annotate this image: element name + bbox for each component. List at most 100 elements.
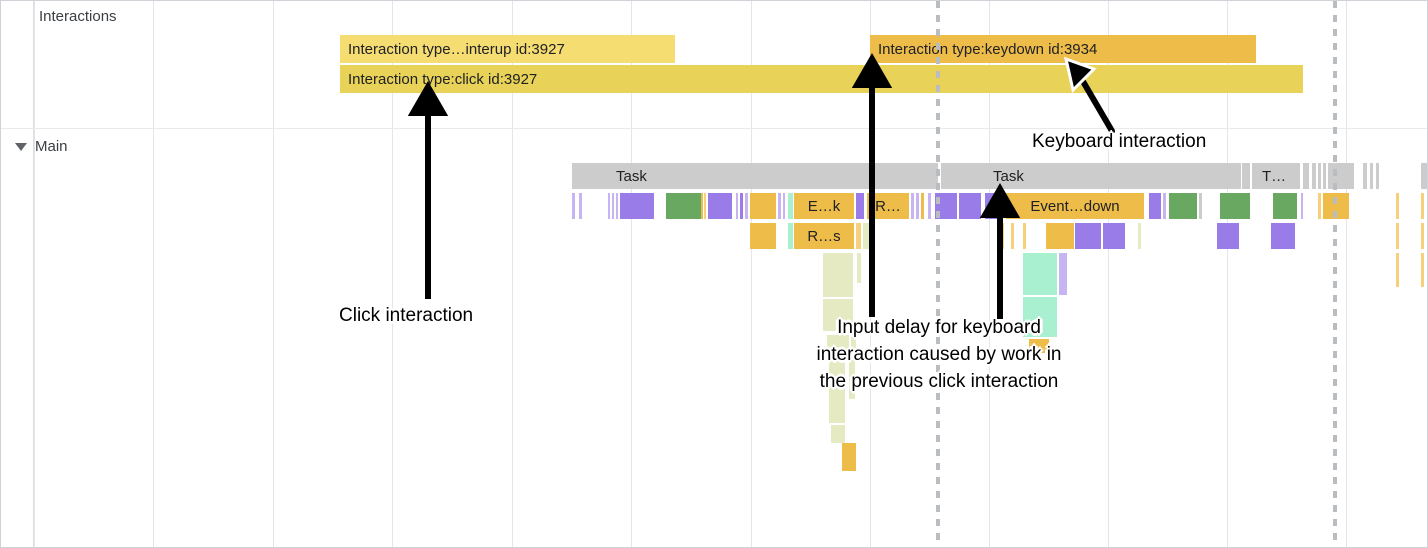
flame-r1-2[interactable] <box>608 193 610 219</box>
flame-r1-23[interactable] <box>928 193 931 219</box>
track-label-main[interactable]: Main <box>35 138 68 155</box>
task-band-8[interactable] <box>1312 163 1316 189</box>
flame-deep-left-2[interactable] <box>823 299 853 331</box>
flame-r1-18[interactable] <box>856 193 864 219</box>
flame-r2-15[interactable] <box>1421 223 1424 249</box>
flame-r2-14[interactable] <box>1396 223 1399 249</box>
flame-r1-5[interactable] <box>620 193 654 219</box>
flame-r1-38[interactable] <box>1421 193 1424 219</box>
flame-r1-34[interactable] <box>1301 193 1303 219</box>
task-band-2[interactable] <box>872 163 938 189</box>
timeline-marker-line-2[interactable] <box>1333 1 1337 547</box>
flame-r2-11[interactable] <box>1138 223 1141 249</box>
flame-r2-3[interactable] <box>856 223 861 249</box>
flame-r1-29[interactable] <box>1163 193 1166 219</box>
flame-r1-15[interactable] <box>783 193 785 219</box>
flame-r1-14[interactable] <box>778 193 781 219</box>
flame-deep-right-0[interactable] <box>1023 253 1057 295</box>
task-band-12[interactable] <box>1363 163 1367 189</box>
main-event-r-s[interactable]: R…s <box>794 223 854 249</box>
flame-r1-3[interactable] <box>612 193 614 219</box>
flame-r1-12[interactable] <box>745 193 748 219</box>
main-task-bar-2[interactable]: Task <box>983 163 1241 189</box>
flame-r1-16[interactable] <box>788 193 793 219</box>
flame-deep-left-8[interactable] <box>842 443 856 471</box>
flame-r2-0[interactable] <box>750 223 776 249</box>
flame-r1-32[interactable] <box>1220 193 1250 219</box>
annotation-click-interaction: Click interaction <box>339 305 474 326</box>
flame-r1-28[interactable] <box>1149 193 1161 219</box>
flame-r2-9[interactable] <box>1075 223 1101 249</box>
interaction-bar-pointerup[interactable]: Interaction type…interup id:3927 <box>340 35 675 63</box>
flame-r1-4[interactable] <box>616 193 618 219</box>
flame-r1-11[interactable] <box>740 193 743 219</box>
interaction-bar-keydown[interactable]: Interaction type:keydown id:3934 <box>870 35 1256 63</box>
flame-r2-10[interactable] <box>1103 223 1125 249</box>
flame-r1-10[interactable] <box>736 193 738 219</box>
flame-r1-20[interactable] <box>911 193 914 219</box>
task-band-14[interactable] <box>1376 163 1379 189</box>
gridline-1 <box>153 1 154 547</box>
flame-r2-8[interactable] <box>1046 223 1074 249</box>
flame-r1-37[interactable] <box>1396 193 1399 219</box>
flame-r2-13[interactable] <box>1271 223 1295 249</box>
gridline-5 <box>631 1 632 547</box>
track-divider <box>1 128 1427 129</box>
task-band-5[interactable] <box>1242 163 1250 189</box>
task-band-11[interactable] <box>1328 163 1354 189</box>
flame-r1-30[interactable] <box>1169 193 1197 219</box>
task-band-0[interactable] <box>572 163 606 189</box>
flame-r1-8[interactable] <box>704 193 706 219</box>
flame-deep-right-1[interactable] <box>1059 253 1067 295</box>
task-band-3[interactable] <box>941 163 983 189</box>
flame-r2-6[interactable] <box>1011 223 1014 249</box>
flame-r1-13[interactable] <box>750 193 776 219</box>
track-label-interactions[interactable]: Interactions <box>39 8 117 25</box>
gridline-0 <box>34 1 35 547</box>
interaction-bar-click[interactable]: Interaction type:click id:3927 <box>340 65 1303 93</box>
flame-r1-33[interactable] <box>1273 193 1297 219</box>
flame-r1-0[interactable] <box>572 193 575 219</box>
task-band-15[interactable] <box>1421 163 1427 189</box>
flame-deep-left-1[interactable] <box>857 253 861 283</box>
flame-deep-left-5[interactable] <box>829 359 845 423</box>
flame-r1-21[interactable] <box>916 193 919 219</box>
gridline-8 <box>989 1 990 547</box>
track-label-separator <box>33 1 34 547</box>
timeline-marker-line-1[interactable] <box>936 1 940 547</box>
main-task-bar-3[interactable]: T… <box>1252 163 1300 189</box>
flame-r1-24[interactable] <box>935 193 957 219</box>
flame-deep-left-4[interactable] <box>851 335 856 357</box>
flame-deep-left-0[interactable] <box>823 253 853 297</box>
flame-r1-25[interactable] <box>959 193 981 219</box>
gridline-3 <box>392 1 393 547</box>
task-band-9[interactable] <box>1318 163 1321 189</box>
flame-r2-4[interactable] <box>863 223 873 249</box>
flame-hairline-0[interactable] <box>1396 253 1399 287</box>
flame-r1-31[interactable] <box>1199 193 1202 219</box>
gridline-2 <box>273 1 274 547</box>
flame-deep-right-3[interactable] <box>1029 339 1049 353</box>
task-band-7[interactable] <box>1303 163 1309 189</box>
flame-r2-7[interactable] <box>1023 223 1026 249</box>
flame-r1-35[interactable] <box>1318 193 1321 219</box>
flame-r2-1[interactable] <box>788 223 793 249</box>
caret-down-icon[interactable] <box>15 143 27 151</box>
flame-r1-9[interactable] <box>708 193 732 219</box>
flame-deep-left-3[interactable] <box>827 335 849 357</box>
flame-deep-right-2[interactable] <box>1023 297 1057 337</box>
task-band-13[interactable] <box>1370 163 1373 189</box>
flame-r1-6[interactable] <box>666 193 702 219</box>
flame-hairline-1[interactable] <box>1421 253 1424 287</box>
gridline-4 <box>512 1 513 547</box>
flame-deep-left-6[interactable] <box>849 359 855 399</box>
main-task-bar-1[interactable]: Task <box>606 163 870 189</box>
flame-deep-left-7[interactable] <box>831 425 845 443</box>
main-event-keydown[interactable]: Event…down <box>1006 193 1144 219</box>
flame-r1-1[interactable] <box>579 193 582 219</box>
flame-r2-12[interactable] <box>1217 223 1239 249</box>
flame-r1-7[interactable] <box>701 193 703 219</box>
main-event-e-k[interactable]: E…k <box>794 193 854 219</box>
task-band-10[interactable] <box>1323 163 1326 189</box>
flame-r1-22[interactable] <box>921 193 924 219</box>
